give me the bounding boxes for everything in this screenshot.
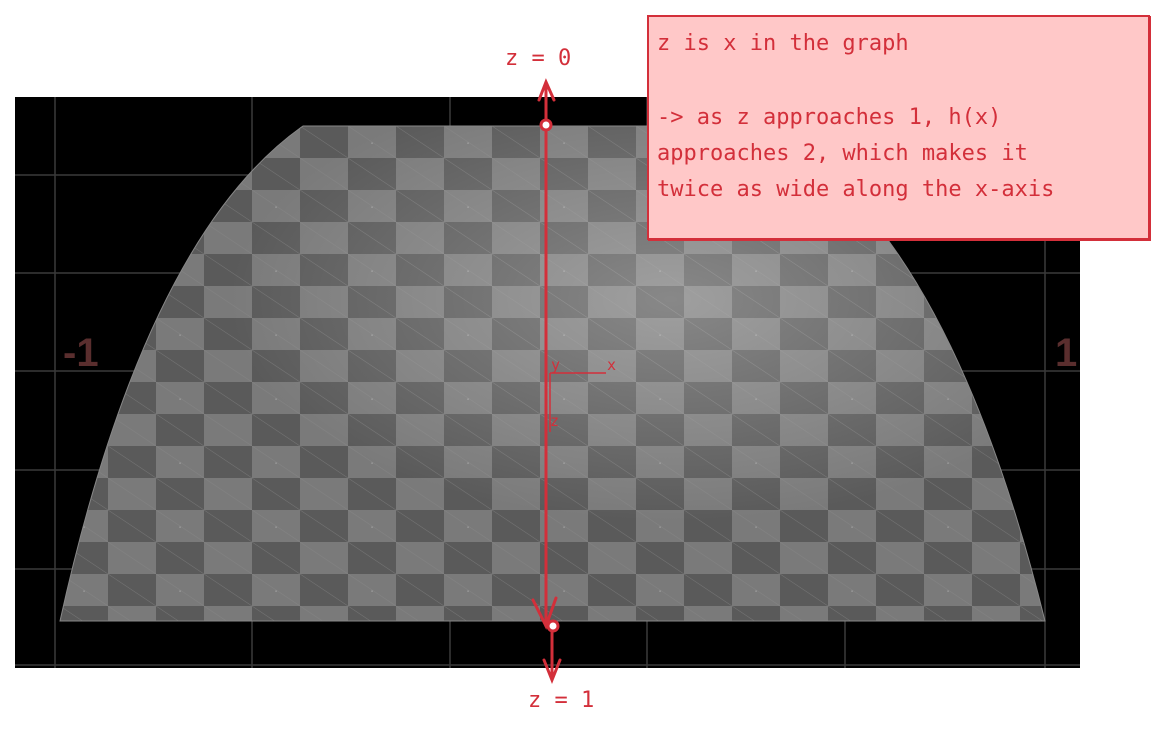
x-axis-label: x <box>607 356 617 374</box>
note-line-2: -> as z approaches 1, h(x) <box>657 105 1002 130</box>
end-point <box>546 619 560 633</box>
y-axis-label: y <box>551 356 561 374</box>
note-line-4: twice as wide along the x-axis <box>657 177 1055 202</box>
explanation-note: z is x in the graph -> as z approaches 1… <box>647 15 1150 240</box>
z-start-label: z = 0 <box>505 46 572 71</box>
z-arrow <box>531 78 562 685</box>
left-axis-label: -1 <box>63 331 99 375</box>
z-end-label: z = 1 <box>528 688 595 713</box>
axis-gizmo <box>549 372 606 432</box>
right-axis-label: 1 <box>1055 331 1078 375</box>
z-axis-label: z <box>550 412 560 430</box>
note-line-3: approaches 2, which makes it <box>657 141 1028 166</box>
start-point <box>539 118 553 132</box>
note-line-1: z is x in the graph <box>657 31 909 56</box>
